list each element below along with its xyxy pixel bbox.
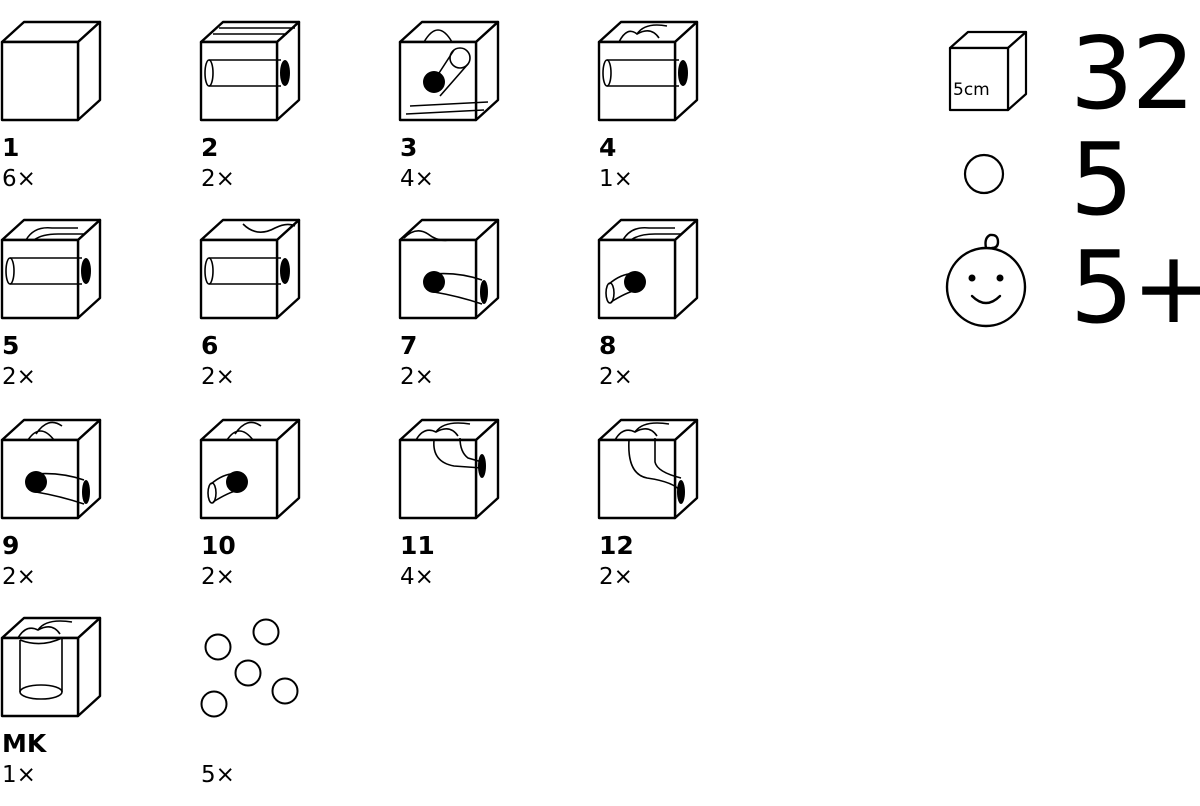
piece-quantity: 6× bbox=[2, 166, 36, 192]
piece-quantity: 2× bbox=[599, 364, 633, 390]
piece-quantity: 1× bbox=[599, 166, 633, 192]
piece-number: 8 bbox=[599, 331, 617, 360]
corner-drop-cube-icon bbox=[398, 218, 500, 320]
notch-tunnel-cube-icon bbox=[199, 218, 301, 320]
piece-8: 8 2× bbox=[597, 218, 777, 408]
curve-drop-cube-icon bbox=[597, 218, 699, 320]
piece-number: 4 bbox=[599, 133, 617, 162]
piece-number: 2 bbox=[201, 133, 219, 162]
marble-count: 5 bbox=[1070, 121, 1134, 238]
piece-quantity: 4× bbox=[400, 564, 434, 590]
piece-quantity: 2× bbox=[2, 364, 36, 390]
plain-cube-icon bbox=[0, 20, 102, 122]
piece-number: 9 bbox=[2, 531, 20, 560]
marbles-item: 5× bbox=[199, 616, 379, 806]
piece-number: 3 bbox=[400, 133, 418, 162]
cube-count: 32 bbox=[1070, 15, 1195, 132]
piece-4: 4 1× bbox=[597, 20, 777, 210]
catcher-cube-icon bbox=[0, 616, 102, 718]
channel-drop-left-cube-icon bbox=[199, 418, 301, 520]
channel-drop-right-cube-icon bbox=[0, 418, 102, 520]
piece-quantity: 2× bbox=[201, 364, 235, 390]
piece-number: 7 bbox=[400, 331, 418, 360]
piece-5: 5 2× bbox=[0, 218, 180, 408]
piece-number: 10 bbox=[201, 531, 236, 560]
piece-3: 3 4× bbox=[398, 20, 578, 210]
double-drop-cube-icon bbox=[597, 418, 699, 520]
marbles-quantity: 5× bbox=[201, 762, 235, 788]
piece-2: 2 2× bbox=[199, 20, 379, 210]
piece-number: 12 bbox=[599, 531, 634, 560]
split-drop-cube-icon bbox=[398, 418, 500, 520]
marble-icon bbox=[963, 153, 1005, 195]
piece-quantity: 2× bbox=[599, 564, 633, 590]
ramp-cube-icon bbox=[398, 20, 500, 122]
piece-10: 10 2× bbox=[199, 418, 379, 608]
size-cube-icon bbox=[948, 30, 1028, 112]
piece-number: 11 bbox=[400, 531, 435, 560]
piece-1: 1 6× bbox=[0, 20, 180, 210]
marbles-icon bbox=[200, 618, 299, 718]
piece-number: 6 bbox=[201, 331, 219, 360]
piece-quantity: 2× bbox=[201, 564, 235, 590]
piece-quantity: 2× bbox=[201, 166, 235, 192]
piece-7: 7 2× bbox=[398, 218, 578, 408]
summary-age: 5+ bbox=[940, 230, 1200, 340]
straight-tunnel-cube-icon bbox=[199, 20, 301, 122]
cross-channel-tunnel-cube-icon bbox=[597, 20, 699, 122]
piece-6: 6 2× bbox=[199, 218, 379, 408]
curve-channel-tunnel-cube-icon bbox=[0, 218, 102, 320]
age-label: 5+ bbox=[1070, 229, 1200, 346]
piece-quantity: 4× bbox=[400, 166, 434, 192]
summary-marble-count: 5 bbox=[940, 121, 1200, 238]
piece-12: 12 2× bbox=[597, 418, 777, 608]
piece-quantity: 2× bbox=[2, 564, 36, 590]
child-face-icon bbox=[945, 233, 1027, 328]
piece-11: 11 4× bbox=[398, 418, 578, 608]
piece-mk: MK 1× bbox=[0, 616, 180, 806]
summary-cube-count: 5cm 32 bbox=[940, 15, 1200, 132]
piece-number: 1 bbox=[2, 133, 20, 162]
piece-9: 9 2× bbox=[0, 418, 180, 608]
cube-size-label: 5cm bbox=[953, 80, 990, 100]
piece-number: 5 bbox=[2, 331, 20, 360]
piece-number: MK bbox=[2, 729, 47, 758]
piece-quantity: 2× bbox=[400, 364, 434, 390]
piece-quantity: 1× bbox=[2, 762, 36, 788]
